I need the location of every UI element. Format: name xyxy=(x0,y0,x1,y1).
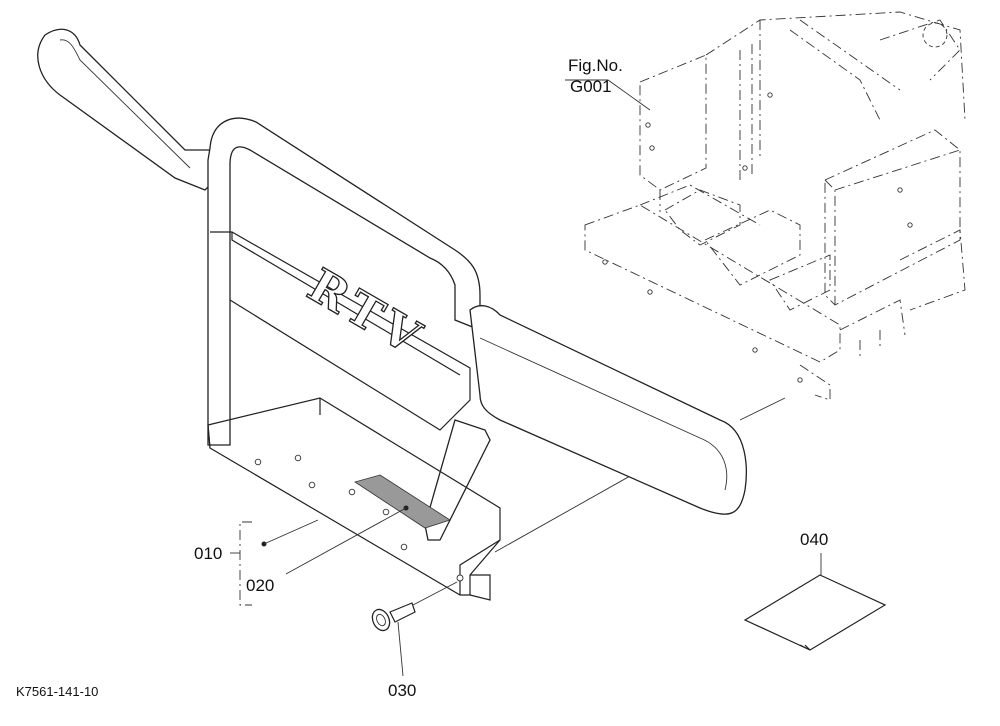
guard-logo: RTV xyxy=(299,258,435,367)
callout-020: 020 xyxy=(246,576,274,595)
callout-010: 010 xyxy=(194,544,222,563)
bolt-part xyxy=(371,581,458,632)
decal-sheet-part xyxy=(743,574,887,651)
figure-ref-line2: G001 xyxy=(570,77,612,96)
warning-label-decal xyxy=(354,474,451,529)
figure-ref-line1: Fig.No. xyxy=(568,56,623,75)
callout-030: 030 xyxy=(388,681,416,700)
drawing-id: K7561-141-10 xyxy=(16,684,98,699)
chassis-frame-reference xyxy=(584,11,966,401)
front-guard-assembly: RTV xyxy=(37,28,747,601)
alignment-line xyxy=(739,397,786,421)
callout-leaders xyxy=(230,79,822,677)
callout-040: 040 xyxy=(800,530,828,549)
